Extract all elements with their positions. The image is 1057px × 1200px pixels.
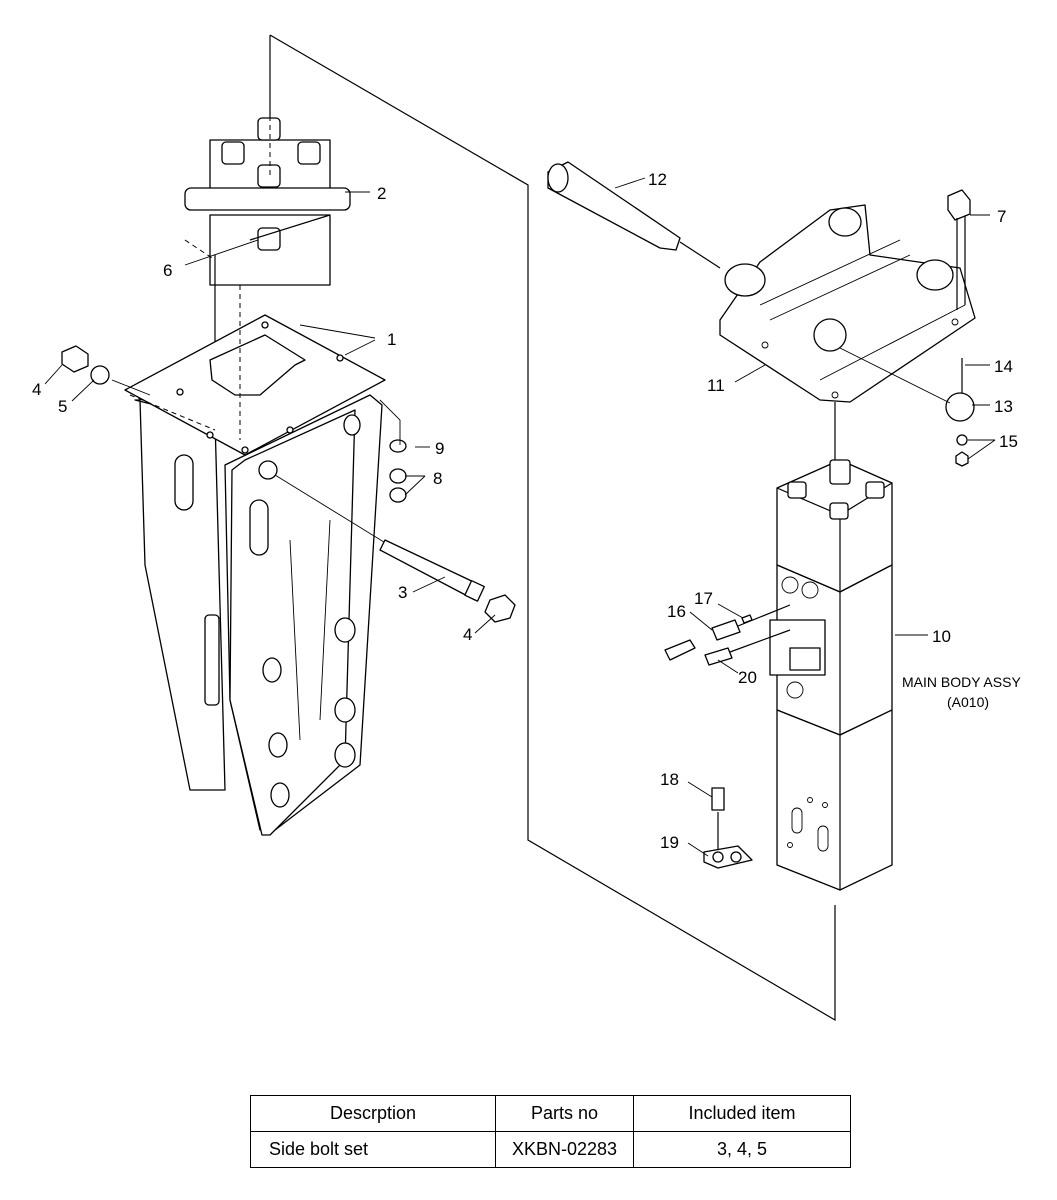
callout-1: 1 <box>387 330 396 349</box>
column-header-parts-no: Parts no <box>495 1095 634 1132</box>
main-body-label: MAIN BODY ASSY <box>902 674 1021 690</box>
table-header-row: Descrption Parts no Included item <box>250 1095 851 1132</box>
exploded-parts-diagram: 1 2 3 4 4 5 6 7 8 9 10 11 12 13 14 15 16… <box>32 34 1021 1022</box>
cell-description: Side bolt set <box>250 1131 496 1168</box>
main-body-code: (A010) <box>947 694 989 710</box>
bracket-housing <box>134 394 383 836</box>
callout-18: 18 <box>660 770 679 789</box>
callout-3: 3 <box>398 583 407 602</box>
column-header-description: Descrption <box>250 1095 496 1132</box>
callout-16: 16 <box>667 602 686 621</box>
callout-14: 14 <box>994 357 1013 376</box>
callout-15: 15 <box>999 432 1018 451</box>
leader-lines <box>44 177 996 857</box>
parts-table: Descrption Parts no Included item Side b… <box>250 1095 851 1168</box>
callout-13: 13 <box>994 397 1013 416</box>
callout-17: 17 <box>694 589 713 608</box>
callout-4-right: 4 <box>463 625 472 644</box>
main-body <box>769 459 893 891</box>
hose-assembly <box>642 639 753 869</box>
separator-panel-outline <box>269 34 836 1022</box>
cell-included-item: 3, 4, 5 <box>633 1131 851 1168</box>
adapter-bracket <box>719 204 976 460</box>
callout-12: 12 <box>648 170 667 189</box>
collar-13-15 <box>839 347 975 467</box>
top-plate <box>124 285 386 456</box>
fittings-16-17-20 <box>704 604 791 666</box>
callout-6: 6 <box>163 261 172 280</box>
bolt-7 <box>947 189 971 310</box>
callout-2: 2 <box>377 184 386 203</box>
column-header-included-item: Included item <box>633 1095 851 1132</box>
side-bolt <box>274 474 516 623</box>
callout-10: 10 <box>932 627 951 646</box>
callout-4-left: 4 <box>32 380 41 399</box>
cell-parts-no: XKBN-02283 <box>495 1131 634 1168</box>
callout-9: 9 <box>435 439 444 458</box>
callout-20: 20 <box>738 668 757 687</box>
callout-11: 11 <box>707 376 725 395</box>
pin <box>547 161 721 269</box>
callout-8: 8 <box>433 469 442 488</box>
table-row: Side bolt set XKBN-02283 3, 4, 5 <box>250 1131 851 1168</box>
washer-nut-left <box>61 345 151 396</box>
callout-19: 19 <box>660 833 679 852</box>
small-parts-8-9 <box>389 439 407 503</box>
callout-7: 7 <box>997 207 1006 226</box>
callout-5: 5 <box>58 397 67 416</box>
